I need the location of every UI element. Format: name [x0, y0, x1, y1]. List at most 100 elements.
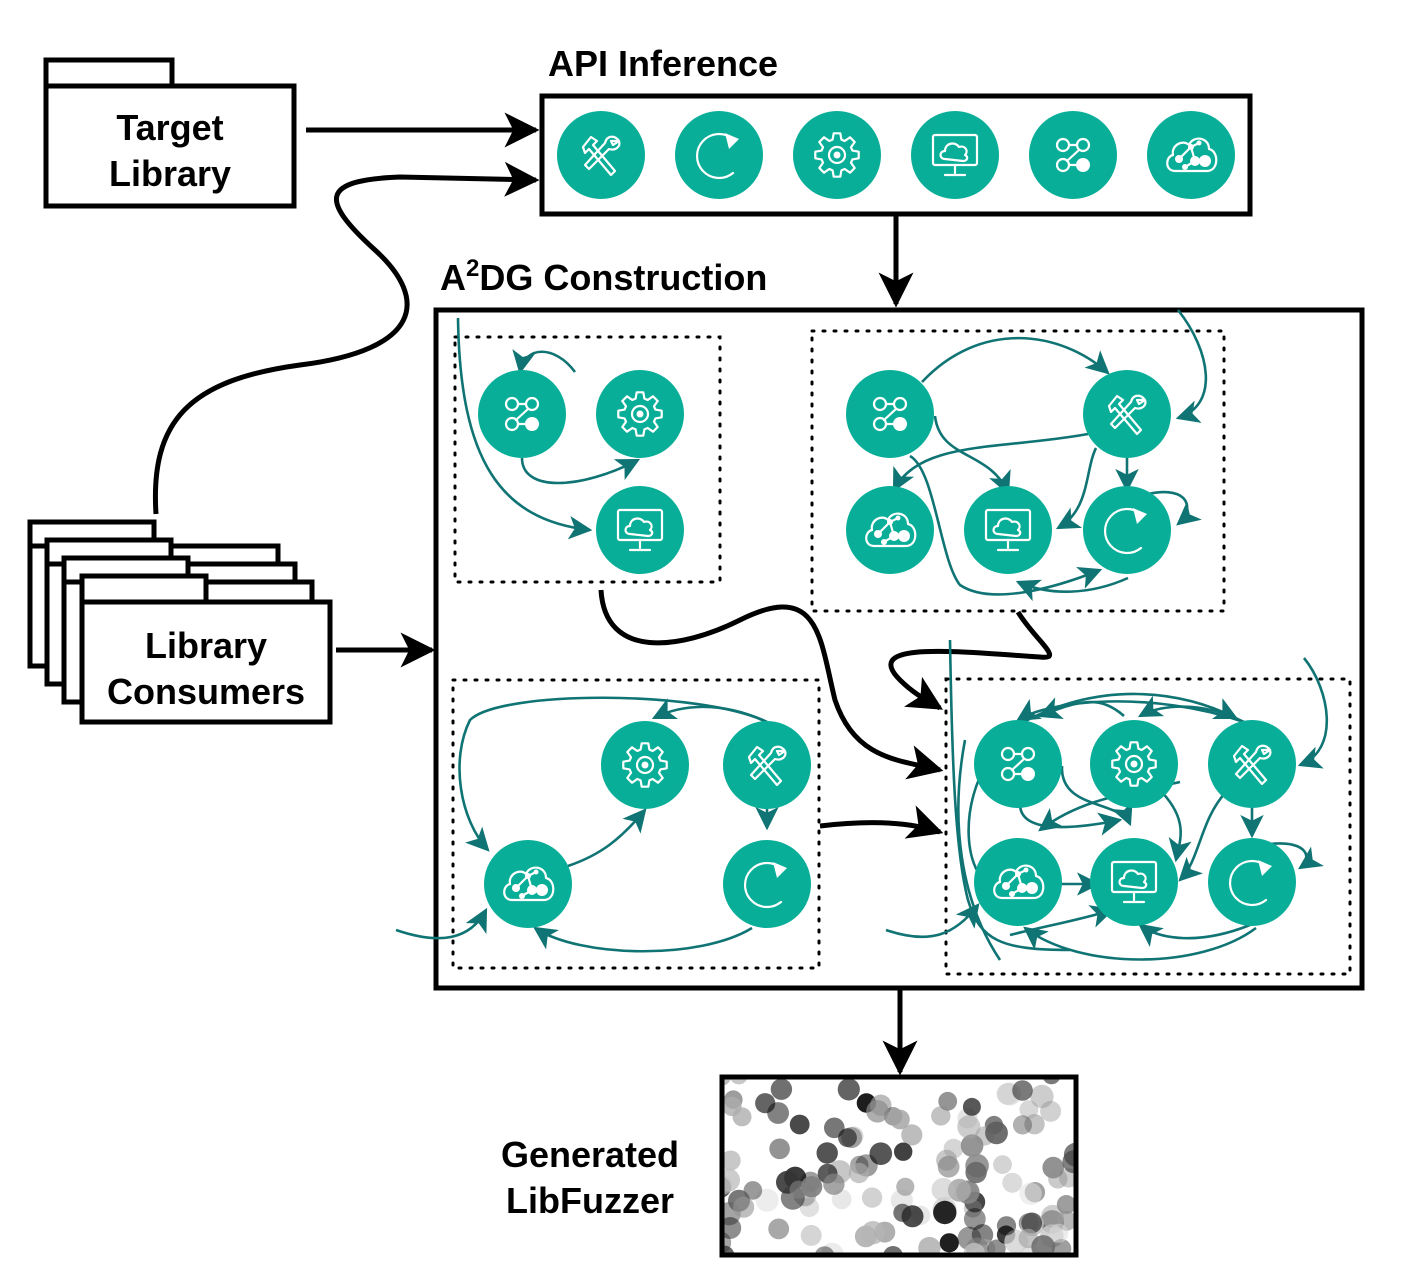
fuzz-dot — [896, 1177, 915, 1196]
fuzz-dot — [1030, 1084, 1054, 1109]
gear-icon-node — [793, 111, 881, 199]
fuzz-dot — [933, 1200, 957, 1225]
refresh-icon-node — [1083, 486, 1171, 574]
generated-libfuzzer-label-line2: LibFuzzer — [506, 1180, 674, 1221]
fuzz-noise-pattern — [724, 1079, 1074, 1253]
tools-icon — [1107, 394, 1147, 436]
fuzz-dot — [894, 1142, 913, 1161]
merge-arrows — [598, 589, 1052, 839]
edge — [892, 432, 1089, 493]
fuzz-dot — [724, 1150, 741, 1171]
edge — [1060, 765, 1133, 827]
fuzz-dot — [1012, 1080, 1033, 1101]
fuzz-dot — [962, 1097, 981, 1116]
fuzz-dot — [824, 1117, 845, 1139]
a2dg-title-prefix: A — [440, 257, 466, 298]
gear-icon — [617, 391, 663, 437]
fuzz-dot — [943, 1138, 964, 1159]
target-library-folder: Target Library — [43, 57, 297, 209]
fuzz-dot — [1024, 1114, 1045, 1135]
fuzz-dot — [901, 1205, 924, 1228]
main-flow-arrows — [152, 112, 918, 1076]
edge — [395, 907, 488, 940]
fuzz-dot — [1062, 1150, 1074, 1174]
fuzz-dot — [861, 1221, 885, 1245]
edge — [1055, 447, 1098, 530]
gear-icon-node — [1090, 720, 1178, 808]
edge — [1175, 309, 1208, 423]
subgraph-top-right-frame — [810, 329, 1226, 613]
refresh-icon — [695, 132, 739, 180]
api-inference-title: API Inference — [548, 43, 778, 84]
fuzz-dot — [1042, 1156, 1064, 1179]
fuzz-dot — [993, 1155, 1012, 1174]
arrow-merge-from-bottom-left — [819, 805, 944, 839]
fuzz-dot — [724, 1096, 742, 1117]
fuzz-dot — [1059, 1168, 1074, 1188]
fuzz-dot — [963, 1208, 986, 1230]
fuzz-dot — [985, 1121, 1008, 1145]
fuzz-dot — [724, 1079, 731, 1086]
graph-nodes-icon-node — [846, 370, 934, 458]
gear-icon — [814, 132, 860, 178]
node-circle — [1090, 838, 1178, 926]
fuzz-dot — [965, 1161, 987, 1184]
node-circle — [596, 486, 684, 574]
api-inference-box — [539, 93, 1253, 217]
gear-icon — [1111, 741, 1157, 787]
fuzz-dot — [1056, 1195, 1074, 1214]
monitor-cloud-icon — [1110, 860, 1158, 904]
fuzz-dot — [1049, 1223, 1069, 1243]
fuzz-dot — [931, 1177, 955, 1202]
fuzz-dot — [1031, 1235, 1056, 1253]
a2dg-title: A2DG Construction — [440, 255, 767, 298]
fuzz-dot — [1012, 1115, 1033, 1135]
generated-libfuzzer-label-line1: Generated — [501, 1134, 679, 1175]
edge — [1297, 657, 1329, 769]
fuzz-dot — [799, 1197, 820, 1218]
refresh-icon — [1228, 859, 1272, 907]
fuzz-dot — [837, 1079, 860, 1101]
fuzz-dot — [724, 1245, 735, 1253]
cloud-network-icon-node — [1147, 111, 1235, 199]
fuzz-dot — [1048, 1169, 1068, 1189]
fuzz-dot — [815, 1246, 835, 1253]
edge — [458, 696, 768, 852]
edge — [1023, 926, 1257, 961]
cloud-network-icon — [1166, 137, 1218, 173]
fuzz-dot — [743, 1181, 763, 1200]
monitor-cloud-icon-node — [964, 486, 1052, 574]
edge — [1015, 576, 1129, 602]
arrow-merge-from-top-right — [888, 610, 1052, 711]
fuzz-dot — [770, 1079, 793, 1100]
edge — [1016, 698, 1245, 724]
dependency-edges — [395, 309, 1329, 961]
subgraph-top-left-frame — [453, 335, 722, 584]
fuzz-dot — [755, 1188, 779, 1212]
node-circle — [911, 111, 999, 199]
subgraph-merged-frame — [944, 677, 1352, 976]
edge — [909, 454, 1103, 596]
tools-icon-node — [1208, 720, 1296, 808]
edge — [1178, 791, 1227, 882]
graph-nodes-icon-node — [1029, 111, 1117, 199]
cloud-network-icon — [503, 866, 555, 902]
gear-icon-node — [596, 370, 684, 458]
gear-icon-node — [601, 721, 689, 809]
edge — [567, 808, 647, 868]
fuzz-dot — [1040, 1100, 1062, 1122]
fuzz-dot — [937, 1155, 960, 1178]
a2dg-title-suffix: DG Construction — [479, 257, 767, 298]
generated-libfuzzer-box — [719, 1074, 1079, 1258]
monitor-cloud-icon — [616, 508, 664, 552]
target-library-label-line1: Target — [116, 107, 223, 148]
node-circle — [846, 486, 934, 574]
subgraph-merged — [974, 720, 1296, 926]
edge — [948, 639, 1071, 952]
edge — [520, 457, 641, 485]
refresh-icon — [743, 861, 787, 909]
consumer-folder-front — [79, 573, 333, 725]
node-circle — [723, 840, 811, 928]
fuzz-dot — [996, 1216, 1017, 1236]
fuzz-dot — [1043, 1079, 1060, 1085]
